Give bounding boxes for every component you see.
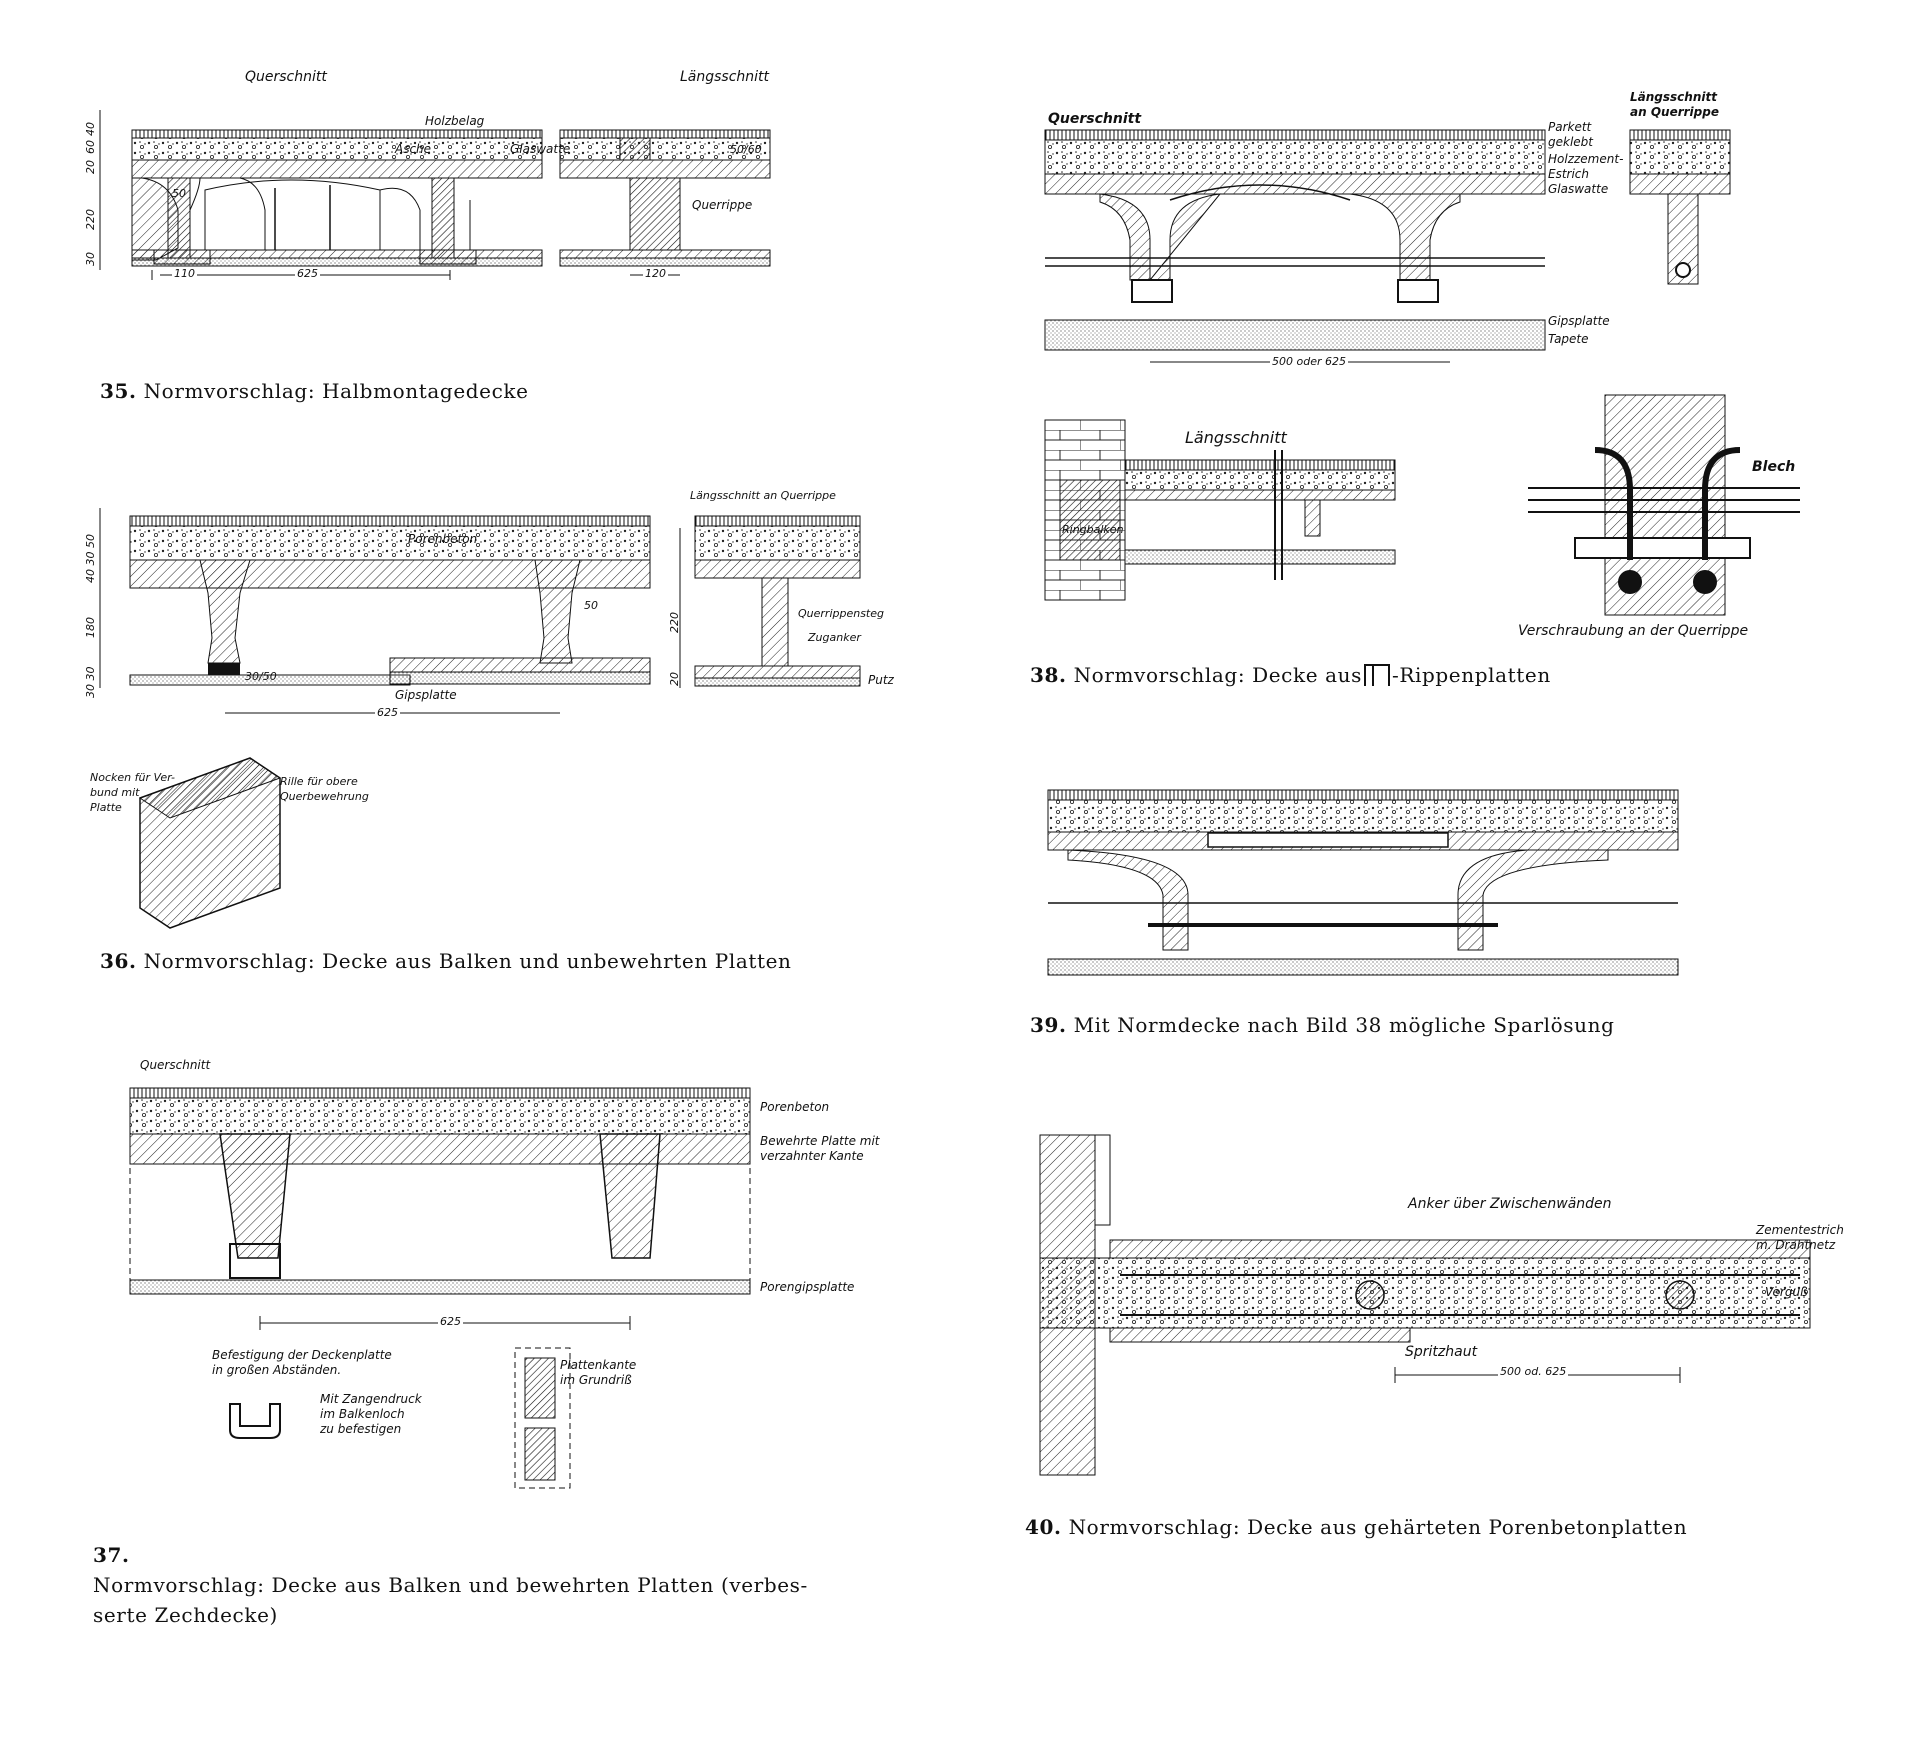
label-querschnitt-37: Querschnitt: [140, 1058, 211, 1072]
caption-40: 40. Normvorschlag: Decke aus gehärteten …: [1025, 1512, 1687, 1542]
label-laengsschnitt-38: Längsschnitt: [1185, 428, 1287, 447]
label-50: 50: [172, 187, 186, 200]
dim-span-37: 625: [438, 1315, 463, 1328]
label-verschraubung: Verschraubung an der Querrippe: [1518, 623, 1749, 639]
figure-37: Querschnitt Porenbeton Bewehrte Platte m…: [120, 1058, 920, 1498]
dim-span: 625: [295, 267, 320, 280]
dim-span-40: 500 od. 625: [1498, 1365, 1569, 1378]
label-spritzhaut: Spritzhaut: [1405, 1344, 1478, 1360]
label-parkett: Parkett geklebt: [1548, 120, 1593, 149]
label-querschnitt: Querschnitt: [245, 69, 327, 85]
caption-37: 37. Normvorschlag: Decke aus Balken und …: [93, 1510, 913, 1630]
caption-38: 38. Normvorschlag: Decke aus -Rippenplatt…: [1030, 660, 1551, 690]
label-querrippensteg: Querrippensteg: [798, 607, 884, 620]
dim-h20: 20: [84, 160, 97, 174]
figure-39: [1047, 785, 1688, 985]
caption-38-text-post: -Rippenplatten: [1391, 663, 1551, 687]
label-blech: Blech: [1752, 459, 1796, 475]
diagram-38: [1044, 129, 1800, 616]
label-porengipsplatte: Porengipsplatte: [760, 1280, 855, 1294]
diagram-35: [99, 110, 771, 280]
caption-38-number: 38.: [1030, 663, 1067, 687]
label-plattenkante: Plattenkante im Grundriß: [560, 1358, 637, 1387]
dim-cross: 120: [643, 267, 668, 280]
label-30-50: 30/50: [245, 670, 277, 683]
label-laengsschnitt-querrippe-38: Längsschnitt an Querrippe: [1630, 90, 1719, 119]
figure-35: Querschnitt Längsschnitt Holzbelag Asche…: [84, 69, 930, 330]
label-holzzement: Holzzement- Estrich: [1548, 152, 1624, 181]
label-zementestrich: Zementestrich m. Drahtnetz: [1756, 1223, 1844, 1252]
dim-h403050: 40 30 50: [84, 534, 97, 583]
dim-h3030: 30 30: [84, 666, 97, 699]
label-zuganker: Zuganker: [808, 631, 861, 644]
label-zangendruck: Mit Zangendruck im Balkenloch zu befesti…: [320, 1392, 422, 1436]
label-querschnitt-38: Querschnitt: [1048, 111, 1142, 127]
label-holzbelag: Holzbelag: [425, 114, 485, 128]
label-bewehrte-platte: Bewehrte Platte mit verzahnter Kante: [760, 1134, 880, 1163]
label-gipsplatte-38: Gipsplatte: [1548, 314, 1610, 328]
diagram-37: [129, 1087, 751, 1489]
label-50-60: 50/60: [730, 143, 762, 156]
dim-h180: 180: [84, 617, 97, 638]
diagram-40: [1039, 1134, 1811, 1476]
label-ringbalken: Ringbalken: [1062, 523, 1124, 536]
label-glaswatte: Glaswatte: [510, 142, 571, 156]
figure-38: Querschnitt Längsschnitt an Querrippe Pa…: [1040, 90, 1840, 650]
label-glaswatte-38: Glaswatte: [1548, 182, 1609, 196]
label-anker: Anker über Zwischenwänden: [1408, 1196, 1612, 1212]
dim-h40: 40: [84, 122, 97, 136]
diagram-39: [1047, 789, 1679, 976]
caption-36-text: Normvorschlag: Decke aus Balken und unbe…: [143, 949, 792, 973]
label-laengsschnitt-querrippe: Längsschnitt an Querrippe: [690, 489, 836, 502]
caption-35: 35. Normvorschlag: Halbmontagedecke: [100, 376, 529, 406]
caption-40-text: Normvorschlag: Decke aus gehärteten Pore…: [1068, 1515, 1688, 1539]
label-nocken: Nocken für Ver- bund mit Platte: [90, 771, 176, 814]
label-asche: Asche: [395, 142, 432, 156]
dim-h220-36: 220: [668, 612, 681, 633]
caption-40-number: 40.: [1025, 1515, 1062, 1539]
caption-37-text: Normvorschlag: Decke aus Balken und bewe…: [93, 1573, 808, 1627]
label-verguss: Verguß: [1765, 1285, 1808, 1299]
dim-h30: 30: [84, 252, 97, 266]
dim-span-38: 500 oder 625: [1270, 355, 1348, 368]
dim-h20-36: 20: [668, 672, 681, 686]
caption-36-number: 36.: [100, 949, 137, 973]
figure-36: Längsschnitt an Querrippe Porenbeton 30/…: [84, 488, 894, 929]
caption-39-number: 39.: [1030, 1013, 1067, 1037]
label-porenbeton-37: Porenbeton: [760, 1100, 830, 1114]
dim-h220: 220: [84, 209, 97, 230]
caption-39: 39. Mit Normdecke nach Bild 38 mögliche …: [1030, 1010, 1615, 1040]
caption-37-number: 37.: [93, 1543, 130, 1567]
caption-38-text-pre: Normvorschlag: Decke aus: [1073, 663, 1362, 687]
label-querrippe: Querrippe: [692, 198, 753, 212]
dim-rib: 110: [172, 267, 197, 280]
label-befestigung: Befestigung der Deckenplatte in großen A…: [212, 1348, 392, 1377]
caption-35-text: Normvorschlag: Halbmontagedecke: [143, 379, 529, 403]
dim-h60: 60: [84, 140, 97, 154]
dim-span-36: 625: [375, 706, 400, 719]
label-tapete: Tapete: [1548, 332, 1589, 346]
label-50b: 50: [584, 599, 598, 612]
label-rille: Rille für obere Querbewehrung: [280, 775, 369, 803]
label-putz: Putz: [868, 673, 894, 687]
caption-36: 36. Normvorschlag: Decke aus Balken und …: [100, 946, 792, 976]
diagram-36: [99, 508, 861, 929]
label-porenbeton: Porenbeton: [408, 532, 478, 546]
figure-40: Anker über Zwischenwänden Zementestrich …: [1039, 1134, 1880, 1476]
rib-symbol-icon: [1363, 664, 1390, 686]
label-gipsplatte: Gipsplatte: [395, 688, 457, 702]
caption-35-number: 35.: [100, 379, 137, 403]
caption-39-text: Mit Normdecke nach Bild 38 mögliche Spar…: [1073, 1013, 1615, 1037]
label-laengsschnitt: Längsschnitt: [680, 69, 770, 85]
